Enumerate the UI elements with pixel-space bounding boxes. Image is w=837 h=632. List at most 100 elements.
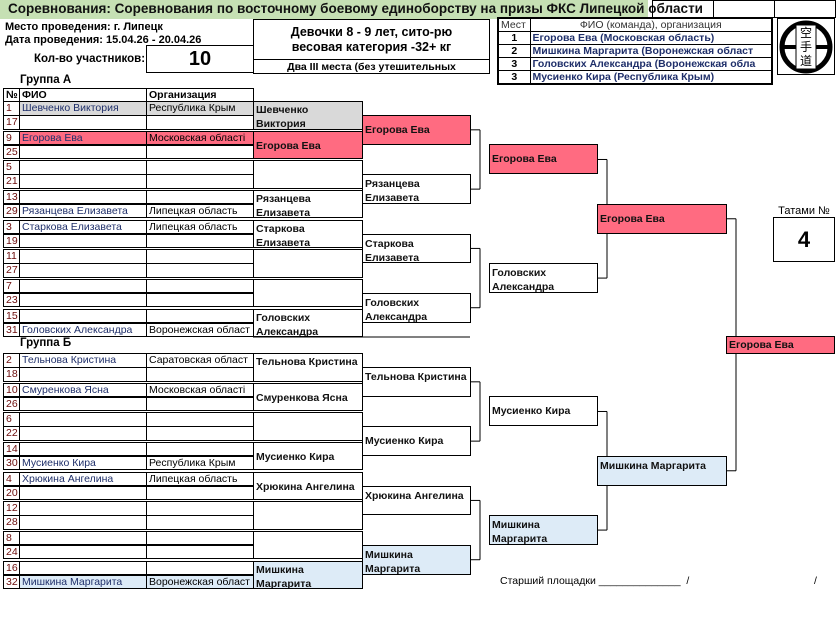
participant-org: Республика Крым xyxy=(146,101,254,116)
participant-name[interactable]: Старкова Елизавета xyxy=(19,219,147,235)
round1-winner[interactable]: Рязанцева Елизавета xyxy=(253,189,363,219)
participant-name[interactable] xyxy=(19,530,147,546)
round1-winner[interactable]: Хрюкина Ангелина xyxy=(253,471,363,501)
final-winner[interactable]: Егорова Ева xyxy=(726,335,835,354)
places-header-name: ФИО (команда), организация xyxy=(529,17,773,32)
participant-name[interactable] xyxy=(19,144,147,160)
header-blank-cell xyxy=(652,0,714,18)
tatami-label: Татами № xyxy=(778,205,830,217)
round2-winner[interactable]: Тельнова Кристина xyxy=(362,367,471,397)
count-label: Кол-во участников: xyxy=(34,53,146,65)
round1-winner[interactable] xyxy=(253,160,363,189)
participant-name[interactable] xyxy=(19,292,147,308)
round1-winner[interactable]: Тельнова Кристина xyxy=(253,353,363,382)
participant-name[interactable]: Егорова Ева xyxy=(19,130,147,146)
round1-winner[interactable] xyxy=(253,412,363,441)
participant-name[interactable] xyxy=(19,233,147,249)
round1-winner[interactable]: Мишкина Маргарита xyxy=(253,560,363,590)
seed-number: 9 xyxy=(3,130,20,146)
participant-name[interactable] xyxy=(19,308,147,324)
round3-winner[interactable]: Мусиенко Кира xyxy=(489,396,598,427)
participant-name[interactable] xyxy=(19,174,147,189)
participant-name[interactable]: Хрюкина Ангелина xyxy=(19,471,147,487)
round1-winner[interactable]: Шевченко Виктория xyxy=(253,101,363,130)
round1-winner[interactable]: Головских Александра xyxy=(253,308,363,338)
participant-name[interactable] xyxy=(19,515,147,530)
participant-org xyxy=(146,160,254,175)
seed-number: 1 xyxy=(3,101,20,116)
round1-winner[interactable] xyxy=(253,530,363,560)
referee-signature-line: Старший площадки ______________ / xyxy=(500,575,690,587)
round1-winner[interactable]: Мусиенко Кира xyxy=(253,441,363,471)
participant-name[interactable]: Рязанцева Елизавета xyxy=(19,203,147,219)
participant-name[interactable] xyxy=(19,115,147,130)
participant-org xyxy=(146,441,254,457)
round3-winner[interactable]: Егорова Ева xyxy=(489,144,598,175)
participant-name[interactable]: Головских Александра xyxy=(19,322,147,338)
participant-name[interactable]: Тельнова Кристина xyxy=(19,353,147,368)
round2-winner[interactable]: Хрюкина Ангелина xyxy=(362,485,471,516)
round1-winner[interactable] xyxy=(253,249,363,278)
round1-winner[interactable]: Старкова Елизавета xyxy=(253,219,363,249)
seed-number: 13 xyxy=(3,189,20,205)
participant-name[interactable] xyxy=(19,426,147,441)
participant-name[interactable] xyxy=(19,485,147,501)
header-blank-cell xyxy=(713,0,775,18)
participant-name[interactable] xyxy=(19,560,147,576)
participant-name[interactable]: Мусиенко Кира xyxy=(19,455,147,471)
participant-org xyxy=(146,292,254,308)
category-line2: весовая категория -32+ кг xyxy=(291,40,452,54)
participant-name[interactable] xyxy=(19,263,147,278)
place-name: Мишкина Маргарита (Воронежская област xyxy=(529,44,773,58)
participant-name[interactable] xyxy=(19,278,147,294)
participant-org xyxy=(146,263,254,278)
participant-name[interactable] xyxy=(19,367,147,382)
round2-winner[interactable]: Старкова Елизавета xyxy=(362,233,471,264)
round3-winner[interactable]: Мишкина Маргарита xyxy=(489,515,598,546)
header-name: ФИО xyxy=(19,88,147,102)
semifinal-winner[interactable]: Егорова Ева xyxy=(597,203,727,234)
participant-name[interactable]: Смуренкова Ясна xyxy=(19,382,147,398)
semifinal-winner[interactable]: Мишкина Маргарита xyxy=(597,455,727,486)
seed-number: 5 xyxy=(3,160,20,175)
participant-name[interactable] xyxy=(19,160,147,175)
tatami-number: 4 xyxy=(773,217,835,262)
round1-winner[interactable]: Смуренкова Ясна xyxy=(253,382,363,412)
seed-number: 6 xyxy=(3,412,20,427)
round3-winner[interactable]: Головских Александра xyxy=(489,263,598,294)
place-number: 2 xyxy=(497,44,531,58)
participant-name[interactable] xyxy=(19,544,147,560)
round2-winner[interactable]: Рязанцева Елизавета xyxy=(362,174,471,204)
participant-name[interactable] xyxy=(19,412,147,427)
third-place-note: Два III места (без утешительных xyxy=(254,59,489,73)
round2-winner[interactable]: Мусиенко Кира xyxy=(362,426,471,456)
seed-number: 7 xyxy=(3,278,20,294)
participant-name[interactable] xyxy=(19,249,147,264)
participant-name[interactable] xyxy=(19,396,147,412)
place-number: 3 xyxy=(497,57,531,71)
participant-name[interactable] xyxy=(19,189,147,205)
participant-name[interactable] xyxy=(19,441,147,457)
round2-winner[interactable]: Мишкина Маргарита xyxy=(362,544,471,575)
seed-number: 14 xyxy=(3,441,20,457)
seed-number: 17 xyxy=(3,115,20,130)
place-number: 3 xyxy=(497,70,531,85)
participant-name[interactable]: Мишкина Маргарита xyxy=(19,574,147,590)
participant-org: Республика Крым xyxy=(146,455,254,471)
round1-winner[interactable] xyxy=(253,501,363,530)
participant-count: 10 xyxy=(146,45,254,73)
participant-org xyxy=(146,544,254,560)
header-org: Организация xyxy=(146,88,254,102)
participant-name[interactable]: Шевченко Виктория xyxy=(19,101,147,116)
participant-name[interactable] xyxy=(19,501,147,516)
round2-winner[interactable]: Егорова Ева xyxy=(362,115,471,145)
participant-org: Воронежская област xyxy=(146,322,254,338)
participant-org: Воронежская област xyxy=(146,574,254,590)
round2-winner[interactable]: Головских Александра xyxy=(362,292,471,323)
round1-winner[interactable]: Егорова Ева xyxy=(253,130,363,160)
round1-winner[interactable] xyxy=(253,278,363,308)
seed-number: 27 xyxy=(3,263,20,278)
